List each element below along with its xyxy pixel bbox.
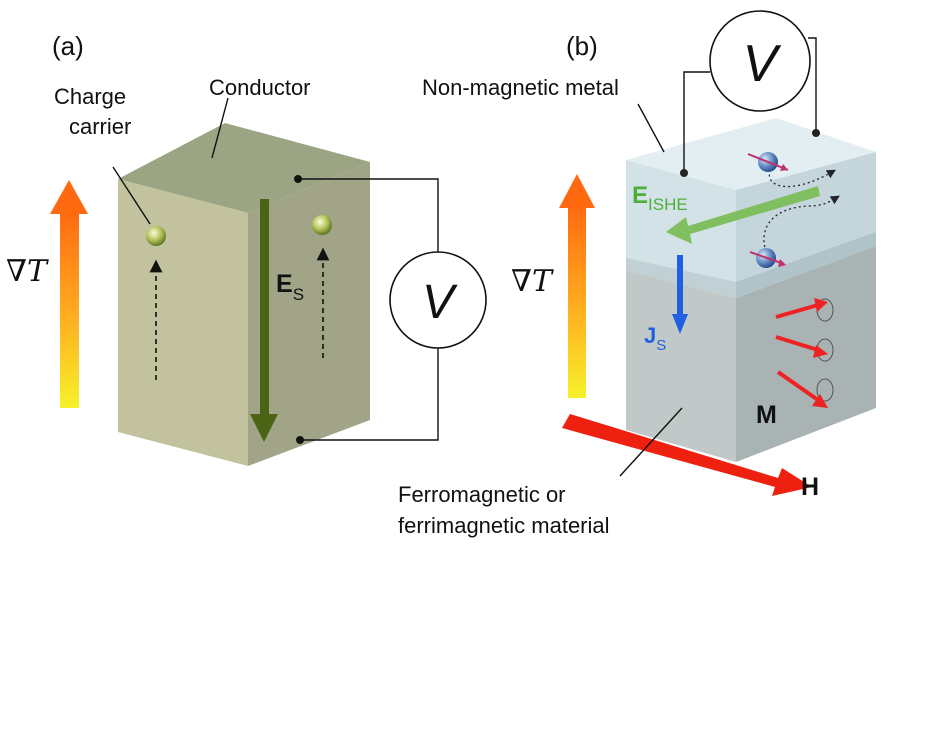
conductor-label: Conductor — [209, 75, 311, 100]
m-arrow-1 — [775, 303, 819, 319]
ferro-leader — [619, 407, 683, 477]
eishe-sub: ISHE — [648, 195, 688, 214]
charge-carrier-right — [312, 215, 332, 235]
conductor-right-face — [248, 162, 370, 466]
panel-b: (b) ∇T — [398, 10, 876, 538]
field-arrow-eishe — [666, 186, 820, 244]
ferro-left-face — [626, 270, 736, 462]
non-magnetic-label: Non-magnetic metal — [422, 75, 619, 100]
es-main: E — [276, 270, 293, 298]
ferro-right-face — [736, 246, 876, 462]
conductor-left-face — [118, 179, 248, 466]
m-label: M — [756, 401, 777, 429]
ferro-line1: Ferromagnetic or — [398, 482, 566, 507]
temperature-gradient-arrow-a — [50, 180, 88, 408]
contact-left-b — [680, 169, 688, 177]
contact-right-b — [812, 129, 820, 137]
eishe-main: E — [632, 182, 648, 209]
circuit-wires-b — [683, 37, 817, 173]
m-arrow-3-head — [812, 394, 828, 408]
voltmeter-a — [389, 251, 487, 349]
precession-cone-3 — [816, 378, 834, 402]
ferro-label: Ferromagnetic or ferrimagnetic material — [398, 482, 610, 538]
charge-carrier-label: Charge carrier — [54, 84, 132, 139]
non-magnetic-leader — [637, 103, 665, 153]
panel-a-label: (a) — [52, 31, 84, 61]
panel-a: (a) ∇T ES — [6, 31, 487, 466]
charge-carrier-line2: carrier — [69, 114, 131, 139]
charge-carrier-leader — [112, 166, 151, 225]
h-label: H — [801, 473, 819, 501]
conductor-block — [118, 123, 370, 466]
temperature-gradient-arrow-b — [559, 174, 595, 398]
magnetization-arrows — [775, 298, 834, 408]
conductor-leader — [211, 97, 229, 159]
spin-vector-lower — [749, 251, 785, 265]
ferromagnet-block — [626, 246, 876, 462]
magnetic-field-arrow-h — [562, 414, 812, 496]
spin-current-arrow-js — [672, 255, 688, 334]
voltmeter-b-label: V — [743, 35, 782, 93]
interface-shadow-right — [736, 232, 876, 298]
m-arrow-2 — [775, 335, 819, 352]
field-arrow-es — [250, 199, 278, 442]
charge-carrier-left — [146, 226, 166, 246]
es-label: ES — [276, 270, 304, 304]
es-sub: S — [293, 285, 304, 304]
voltmeter-a-label: V — [422, 276, 458, 329]
js-label: JS — [644, 323, 666, 354]
spin-currents — [747, 152, 840, 268]
grad-t-label-b: ∇T — [511, 264, 554, 299]
panel-b-label: (b) — [566, 31, 598, 61]
charge-carrier-line1: Charge — [54, 84, 126, 109]
m-arrow-1-head — [814, 298, 828, 312]
voltmeter-b — [709, 10, 811, 112]
m-arrow-2-head — [813, 345, 828, 358]
spin-vector-lower-head — [778, 259, 786, 267]
contact-top-a — [294, 175, 302, 183]
contact-bottom-a — [296, 436, 304, 444]
eishe-label: EISHE — [632, 182, 688, 214]
grad-t-label-a: ∇T — [6, 254, 49, 289]
ferro-line2: ferrimagnetic material — [398, 513, 610, 538]
js-sub: S — [656, 337, 666, 354]
js-main: J — [644, 323, 656, 348]
circuit-wires-a — [298, 178, 439, 441]
spin-vector-upper-head — [780, 164, 788, 171]
conductor-top-face — [118, 123, 370, 213]
spin-vector-upper — [747, 153, 789, 171]
m-arrow-3 — [776, 370, 820, 402]
